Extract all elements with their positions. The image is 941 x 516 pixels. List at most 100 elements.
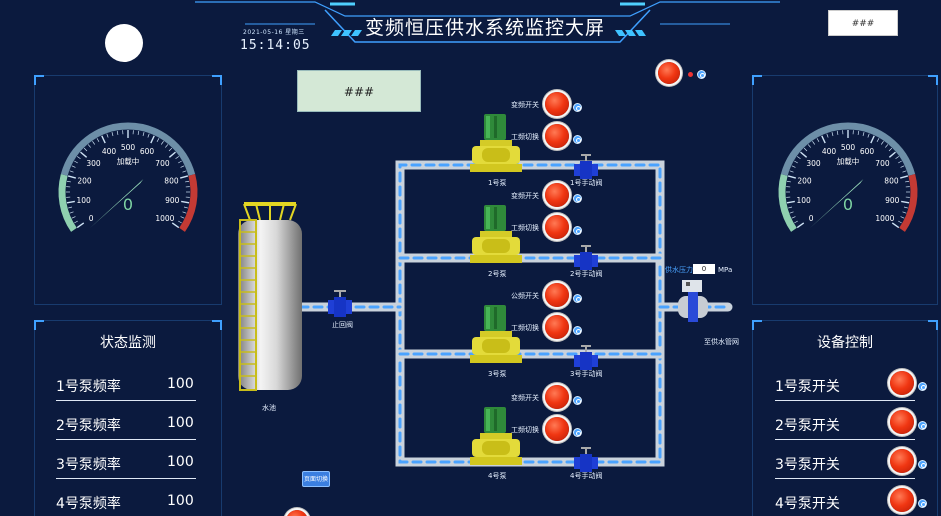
gauge-tick [807,144,811,148]
stop-valve-label: 止回阀 [332,321,353,329]
gauge-tick [180,165,185,168]
pump-label: 3号泵 [488,370,507,378]
settings-icon[interactable] [697,70,706,79]
gauge-tick [791,165,796,168]
gauge-tick [797,156,801,160]
manual-valve-icon[interactable] [572,245,600,275]
control-row-label: 2号泵开关 [775,418,840,434]
pump-switch-button[interactable] [890,410,914,434]
switch-status-icon[interactable] [573,396,582,405]
gauge-tick [857,130,860,135]
variable-frequency-switch-button[interactable] [545,92,569,116]
gauge-value: 0 [123,195,133,214]
corner-deco [212,320,222,330]
switch-label: 工频切换 [511,224,539,232]
clock-display: 15:14:05 [240,38,311,53]
page-switch-button[interactable]: 页面切换 [302,471,330,487]
switch-status-icon[interactable] [573,226,582,235]
gauge-tick-label: 1000 [155,214,174,223]
manual-valve-icon[interactable] [572,154,600,184]
tank-label: 水池 [262,404,276,412]
valve-label: 1号手动阀 [570,179,603,187]
gauge-tick-label: 600 [860,147,875,156]
pump-icon[interactable] [468,203,532,271]
status-row-label: 4号泵频率 [56,496,121,512]
gauge-tick [77,156,81,160]
gauge-tick [71,165,76,168]
gauge-tick [831,132,834,137]
gauge-tick [895,156,899,160]
row-divider [775,400,915,401]
gauge-tick [902,170,907,173]
switch-status-icon[interactable] [573,326,582,335]
power-frequency-switch-button[interactable] [545,417,569,441]
power-frequency-switch-button[interactable] [545,124,569,148]
pump-icon[interactable] [468,112,532,180]
gauge-tick [74,160,78,164]
bottom-switch-button[interactable] [286,510,308,516]
status-row-value: 100 [167,493,194,509]
logo-circle [105,24,143,62]
gauge-band-mid [780,122,916,176]
stop-valve-icon[interactable] [326,290,354,320]
alarm-button[interactable] [658,62,680,84]
pump-icon[interactable] [468,405,532,473]
pump-switch-button[interactable] [890,488,914,512]
gauge-tick [150,135,155,144]
control-row-label: 3号泵开关 [775,457,840,473]
gauge-tick [826,133,829,138]
gauge-tick [891,222,900,229]
pump-label: 2号泵 [488,270,507,278]
gauge-tick [901,200,910,204]
switch-status-icon[interactable] [918,421,927,430]
pump-label: 4号泵 [488,472,507,480]
variable-frequency-switch-button[interactable] [545,183,569,207]
pump-switch-button[interactable] [890,371,914,395]
pump-icon[interactable] [468,303,532,371]
gauge-tick [68,206,73,209]
gauge-tick [69,170,74,173]
gauge-tick [789,170,794,173]
page-title: 变频恒压供水系统监控大屏 [364,17,605,39]
power-frequency-switch-button[interactable] [545,315,569,339]
row-divider [56,400,196,401]
gauge-status-label: 加载中 [837,156,860,166]
switch-status-icon[interactable] [918,460,927,469]
switch-status-icon[interactable] [573,194,582,203]
gauge-tick-label: 200 [77,176,92,185]
gauge-tick [160,141,164,145]
variable-frequency-switch-button[interactable] [545,283,569,307]
gauge-tick [106,133,109,138]
switch-label: 工频切换 [511,133,539,141]
switch-status-icon[interactable] [573,103,582,112]
variable-frequency-switch-button[interactable] [545,385,569,409]
manual-valve-icon[interactable] [572,345,600,375]
gauge-tick-label: 400 [102,147,117,156]
gauge-tick [876,138,880,142]
gauge-tick [787,175,797,179]
gauge-tick [80,151,88,158]
switch-status-icon[interactable] [573,428,582,437]
power-frequency-switch-button[interactable] [545,215,569,239]
gauge-tick [800,151,808,158]
switch-status-icon[interactable] [573,294,582,303]
switch-status-icon[interactable] [918,382,927,391]
manual-valve-icon[interactable] [572,447,600,477]
gauge-tick [185,180,190,183]
gauge-tick [182,170,187,173]
status-panel [34,320,222,516]
gauge-band-low [778,174,797,232]
pressure-input[interactable]: 0 [693,264,715,274]
status-panel-title: 状态监测 [100,335,156,351]
gauge-tick [67,175,77,179]
pump-switch-button[interactable] [890,449,914,473]
gauge-tick [179,175,189,179]
switch-status-icon[interactable] [573,135,582,144]
switch-status-icon[interactable] [918,499,927,508]
corner-deco [752,320,762,330]
gauge-tick [899,175,909,179]
gauge-tick [96,138,100,142]
